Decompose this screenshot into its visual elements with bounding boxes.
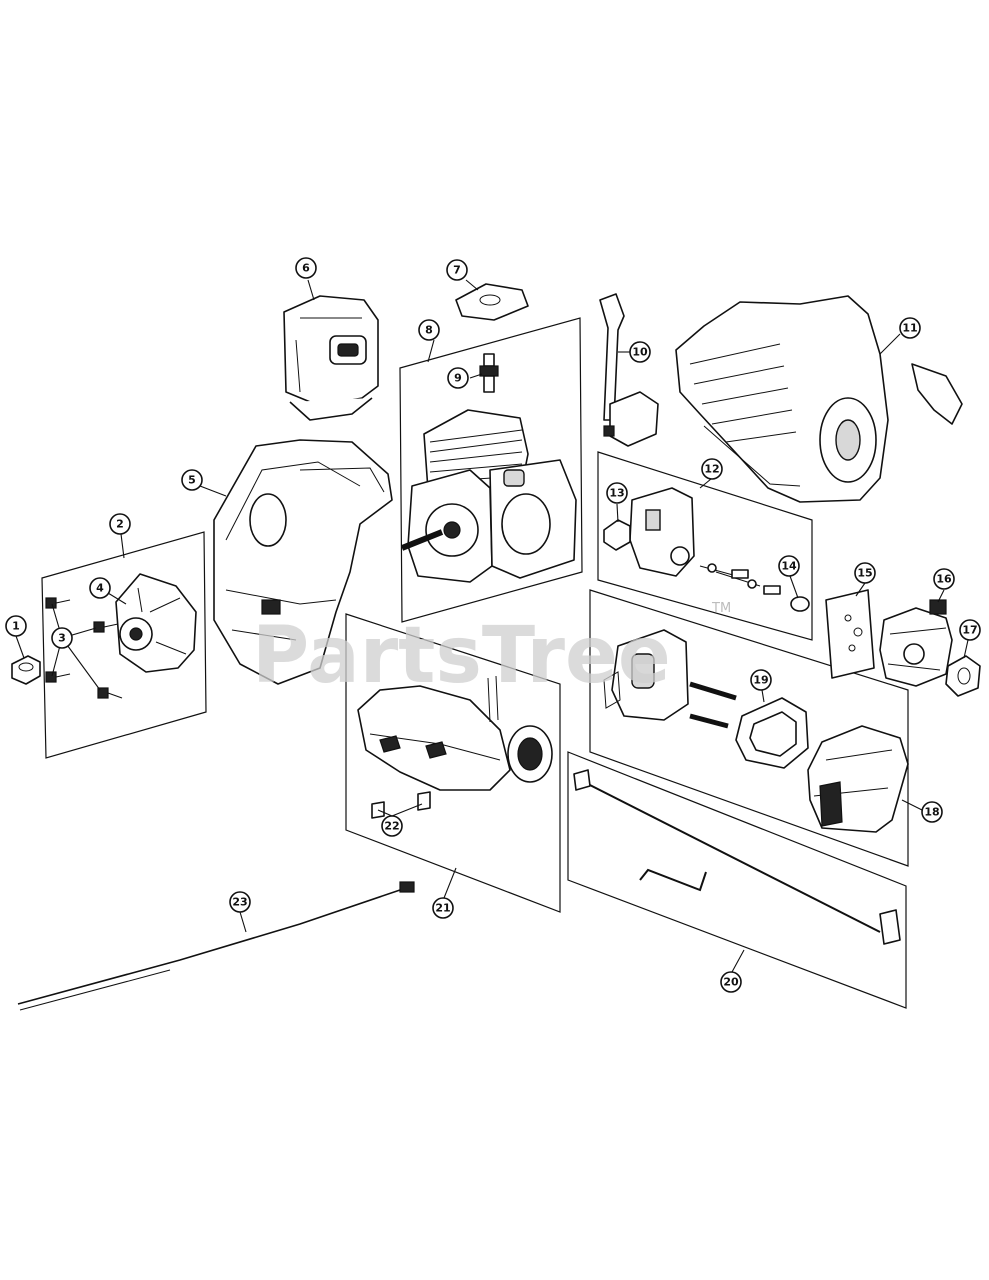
part-ring xyxy=(790,596,810,612)
callout-3: 3 xyxy=(51,627,73,649)
svg-text:19: 19 xyxy=(753,674,768,687)
group-box-8 xyxy=(399,317,583,623)
svg-text:18: 18 xyxy=(924,806,939,819)
leader-lines xyxy=(15,279,969,973)
callout-21: 21 xyxy=(432,897,454,919)
svg-text:4: 4 xyxy=(96,582,104,595)
callout-23: 23 xyxy=(229,891,251,913)
callout-19: 19 xyxy=(750,669,772,691)
svg-text:1: 1 xyxy=(12,620,20,633)
group-box-18 xyxy=(589,589,909,867)
part-carb-bracket xyxy=(629,487,781,595)
callout-8: 8 xyxy=(418,319,440,341)
watermark-text: PartsTree xyxy=(252,611,671,701)
svg-text:8: 8 xyxy=(425,324,433,337)
callout-7: 7 xyxy=(446,259,468,281)
part-boot xyxy=(603,519,631,551)
group-box-21 xyxy=(345,613,561,913)
callout-1: 1 xyxy=(5,615,27,637)
part-fuel-tank xyxy=(357,675,553,791)
svg-text:23: 23 xyxy=(232,896,247,909)
svg-text:5: 5 xyxy=(188,474,196,487)
svg-text:10: 10 xyxy=(632,346,648,359)
svg-text:20: 20 xyxy=(723,976,739,989)
part-air-filter-cover xyxy=(807,725,909,833)
svg-text:7: 7 xyxy=(453,264,461,277)
callout-13: 13 xyxy=(606,482,628,504)
svg-text:12: 12 xyxy=(704,463,719,476)
group-box-12 xyxy=(597,451,813,641)
callout-2: 2 xyxy=(109,513,131,535)
part-cylinder xyxy=(400,409,577,583)
callout-20: 20 xyxy=(720,971,742,993)
part-clips xyxy=(371,791,431,819)
svg-text:14: 14 xyxy=(781,560,797,573)
part-engine-housing xyxy=(213,439,393,685)
callout-9: 9 xyxy=(447,367,469,389)
part-throttle-rod xyxy=(573,769,901,945)
part-insulator-plate xyxy=(825,589,875,679)
svg-text:3: 3 xyxy=(58,632,66,645)
svg-text:13: 13 xyxy=(609,487,624,500)
part-starter-housing xyxy=(675,295,963,503)
callout-17: 17 xyxy=(959,619,981,641)
svg-text:11: 11 xyxy=(902,322,917,335)
callout-14: 14 xyxy=(778,555,800,577)
part-carburetor xyxy=(879,599,953,687)
callout-15: 15 xyxy=(854,562,876,584)
callout-22: 22 xyxy=(381,815,403,837)
svg-text:17: 17 xyxy=(962,624,977,637)
part-muffler xyxy=(283,295,379,421)
part-carb-gasket xyxy=(945,655,981,697)
part-ignition-coil xyxy=(599,293,659,447)
callout-10: 10 xyxy=(629,341,651,363)
svg-text:22: 22 xyxy=(384,820,399,833)
callout-6: 6 xyxy=(295,257,317,279)
part-screws xyxy=(45,597,123,699)
watermark-trademark: TM xyxy=(711,601,731,616)
part-gasket xyxy=(455,283,529,321)
svg-text:6: 6 xyxy=(302,262,310,275)
part-fan-plate xyxy=(115,573,197,673)
callout-12: 12 xyxy=(701,458,723,480)
part-spark-plug xyxy=(479,353,499,393)
svg-text:15: 15 xyxy=(857,567,872,580)
svg-text:16: 16 xyxy=(936,573,952,586)
callout-16: 16 xyxy=(933,568,955,590)
part-nut xyxy=(11,655,41,685)
part-air-filter-base xyxy=(603,629,737,729)
callout-5: 5 xyxy=(181,469,203,491)
callout-18: 18 xyxy=(921,801,943,823)
group-box-2 xyxy=(41,531,207,759)
svg-text:21: 21 xyxy=(435,902,450,915)
part-throttle-cable xyxy=(17,881,415,1011)
callout-11: 11 xyxy=(899,317,921,339)
group-box-20 xyxy=(567,751,907,1009)
callout-4: 4 xyxy=(89,577,111,599)
part-filter-element xyxy=(735,697,809,769)
svg-text:9: 9 xyxy=(454,372,462,385)
svg-text:2: 2 xyxy=(116,518,124,531)
